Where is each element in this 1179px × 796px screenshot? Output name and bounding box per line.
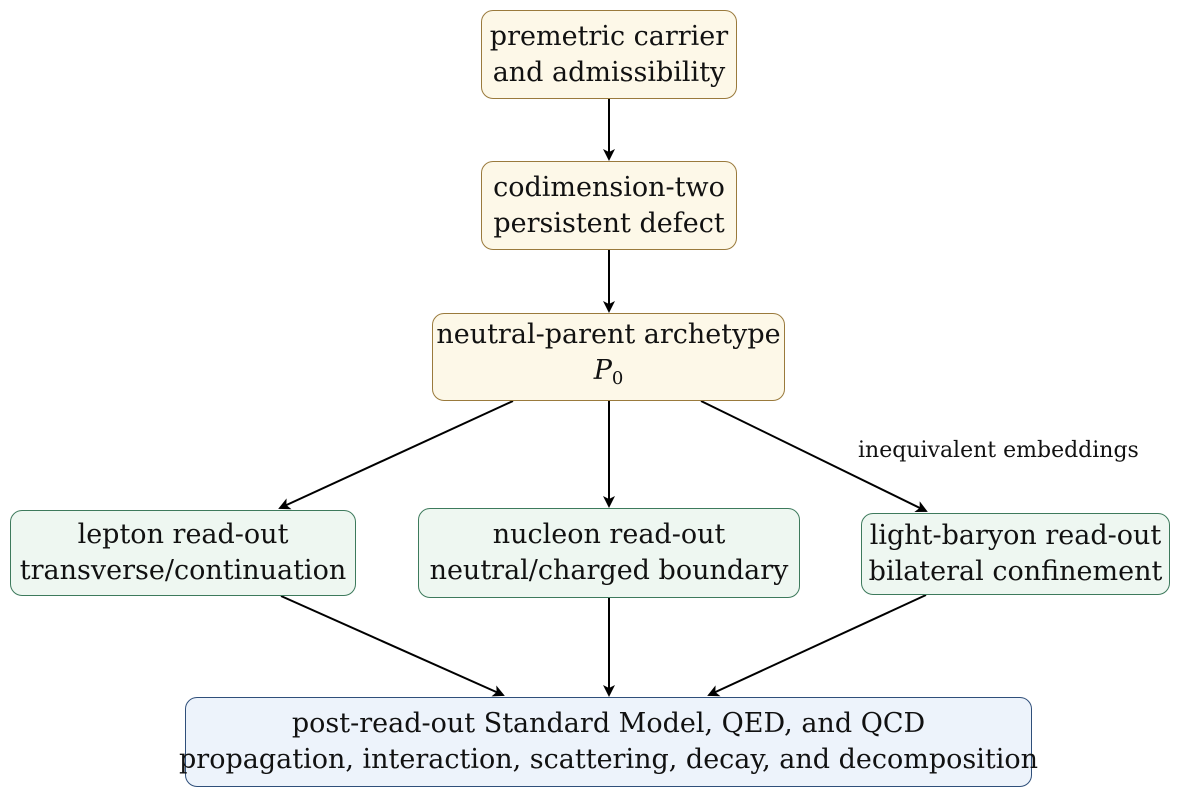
node-standard-model-line1: post-read-out Standard Model, QED, and Q… (291, 708, 926, 739)
node-codimension-two-defect-line1: codimension-two (493, 171, 725, 203)
node-nucleon-read-out-line2: neutral/charged boundary (429, 555, 789, 586)
node-standard-model-line2: propagation, interaction, scattering, de… (179, 744, 1038, 775)
arrow-lepton-to-standard-model (280, 595, 505, 697)
node-premetric-carrier-line2: and admissibility (492, 56, 726, 88)
node-premetric-carrier: premetric carrier and admissibility (481, 10, 737, 99)
node-premetric-carrier-line1: premetric carrier (489, 20, 729, 52)
node-standard-model-propagation: post-read-out Standard Model, QED, and Q… (179, 697, 1038, 787)
arrow-archetype-to-light-baryon (700, 400, 928, 512)
node-lepton-read-out-line1: lepton read-out (77, 519, 289, 550)
arrow-light-baryon-to-standard-model (707, 594, 927, 697)
node-codimension-two-defect-line2: persistent defect (493, 207, 725, 239)
node-light-baryon-read-out-line2: bilateral confinement (868, 556, 1163, 587)
node-nucleon-read-out-line1: nucleon read-out (492, 519, 726, 550)
archetype-symbol: P0 (594, 353, 624, 397)
archetype-symbol-letter: P (593, 355, 612, 386)
node-codimension-two-defect: codimension-two persistent defect (481, 161, 737, 250)
node-light-baryon-read-out: light-baryon read-out bilateral confinem… (861, 513, 1170, 595)
node-light-baryon-read-out-line1: light-baryon read-out (869, 520, 1162, 551)
node-lepton-read-out-line2: transverse/continuation (19, 555, 347, 586)
arrow-archetype-to-lepton (278, 400, 514, 510)
node-neutral-parent-archetype: neutral-parent archetype P0 (432, 313, 785, 401)
archetype-symbol-subscript: 0 (611, 368, 624, 389)
node-nucleon-read-out: nucleon read-out neutral/charged boundar… (418, 508, 800, 598)
node-lepton-read-out: lepton read-out transverse/continuation (10, 510, 356, 596)
edge-label-inequivalent-embeddings: inequivalent embeddings (858, 438, 1139, 463)
node-neutral-parent-archetype-line1: neutral-parent archetype (436, 319, 781, 350)
